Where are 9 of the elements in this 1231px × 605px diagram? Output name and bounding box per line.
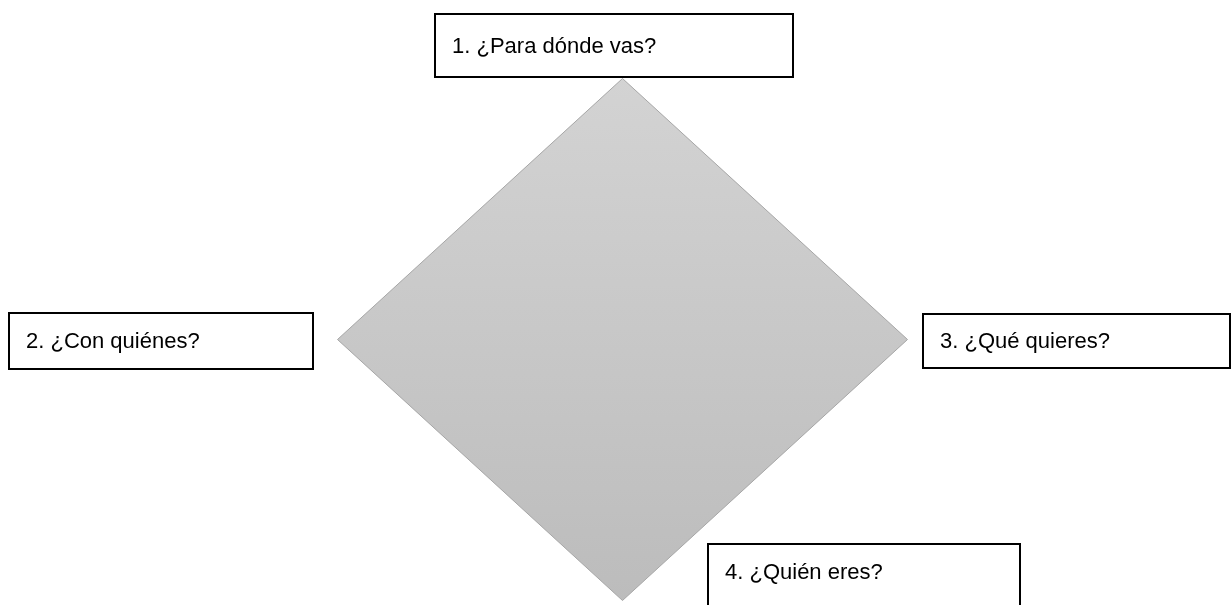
question-box xyxy=(707,543,1021,605)
question-text: 1. ¿Para dónde vas? xyxy=(452,32,657,59)
diamond-shape xyxy=(337,78,908,601)
question-text: 3. ¿Qué quieres? xyxy=(940,328,1110,354)
question-box xyxy=(8,312,314,370)
question-text: 2. ¿Con quiénes? xyxy=(26,328,200,354)
question-box xyxy=(922,313,1231,369)
question-text: 4. ¿Quién eres? xyxy=(725,559,883,585)
question-box xyxy=(434,13,794,78)
